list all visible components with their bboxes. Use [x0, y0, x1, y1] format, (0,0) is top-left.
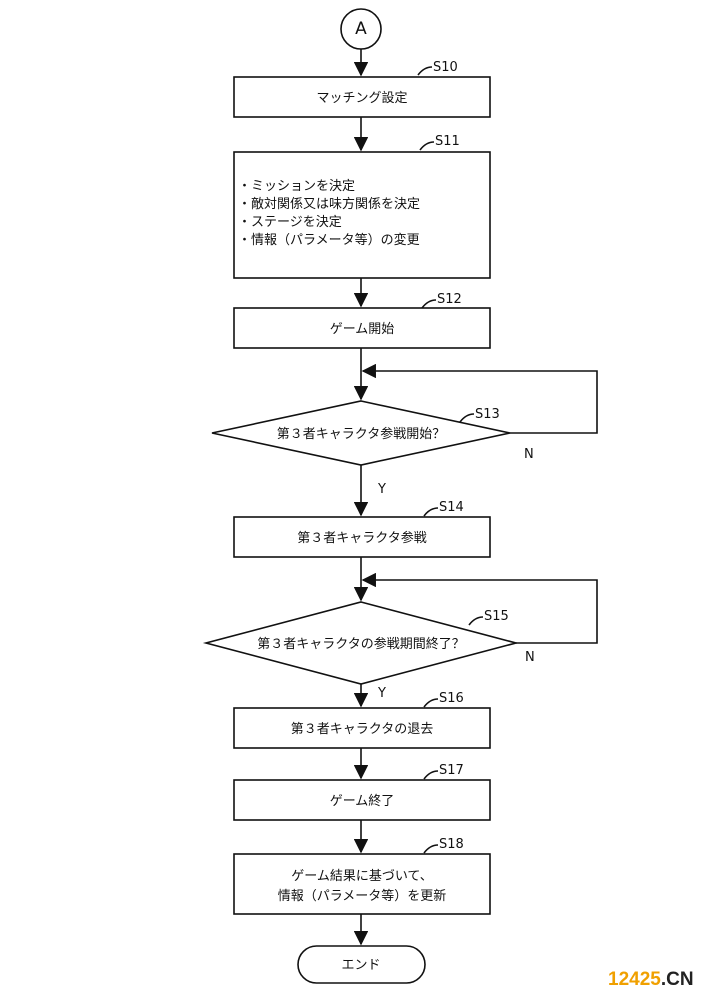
- step-s18-line: 情報（パラメータ等）を更新: [278, 888, 447, 904]
- step-s18-line: ゲーム結果に基づいて、: [291, 869, 433, 884]
- step-label-s12: S12: [437, 292, 462, 307]
- step-s10-text: マッチング設定: [316, 90, 407, 106]
- loop-back-arrow: [361, 572, 598, 644]
- decision-s15-no: N: [525, 650, 535, 665]
- step-s12-text: ゲーム開始: [330, 322, 395, 337]
- decision-s15-yes: Y: [377, 686, 386, 701]
- end-label: エンド: [341, 958, 380, 973]
- step-label-s11: S11: [435, 134, 460, 149]
- loop-back-arrow: [361, 363, 598, 434]
- step-s16-text: 第３者キャラクタの退去: [291, 722, 433, 737]
- watermark-suffix: .CN: [661, 969, 694, 990]
- step-leader: [417, 66, 433, 76]
- connector-label: A: [355, 19, 367, 39]
- step-label-s10: S10: [433, 60, 458, 75]
- end-terminator: [297, 945, 426, 984]
- step-s16-box: [233, 707, 491, 749]
- decision-s13-text: 第３者キャラクタ参戦開始？: [277, 426, 445, 442]
- step-leader: [423, 507, 439, 517]
- step-label-s16: S16: [439, 691, 464, 706]
- step-leader: [423, 770, 439, 780]
- step-label-s18: S18: [439, 837, 464, 852]
- step-s11-line: ・情報（パラメータ等）の変更: [238, 232, 420, 248]
- step-leader: [419, 141, 435, 151]
- watermark-number: 12425: [608, 969, 661, 990]
- step-label-s14: S14: [439, 500, 464, 515]
- step-s11-line: ・ミッションを決定: [238, 179, 355, 194]
- step-s11-line: ・敵対関係又は味方関係を決定: [238, 196, 420, 212]
- step-s17-text: ゲーム終了: [330, 793, 395, 809]
- step-s14-box: [233, 516, 491, 558]
- step-s17-box: [233, 779, 491, 821]
- step-s10-box: [233, 76, 491, 118]
- step-label-s17: S17: [439, 763, 464, 778]
- step-s12-box: [233, 307, 491, 349]
- decision-s13-yes: Y: [377, 482, 386, 497]
- step-label-s13: S13: [475, 407, 500, 422]
- step-s14-text: 第３者キャラクタ参戦: [297, 530, 426, 546]
- step-leader: [423, 698, 439, 708]
- decision-s13-no: N: [524, 447, 534, 462]
- step-leader: [459, 413, 475, 423]
- watermark: 12425.CN: [608, 969, 694, 990]
- step-leader: [423, 844, 439, 854]
- step-s18-box: [233, 853, 491, 915]
- step-leader: [421, 299, 437, 309]
- step-leader: [468, 616, 484, 626]
- decision-s15-text: 第３者キャラクタの参戦期間終了？: [257, 636, 464, 652]
- step-label-s15: S15: [484, 609, 509, 624]
- step-s11-line: ・ステージを決定: [238, 215, 342, 230]
- step-s11-box: [233, 151, 491, 279]
